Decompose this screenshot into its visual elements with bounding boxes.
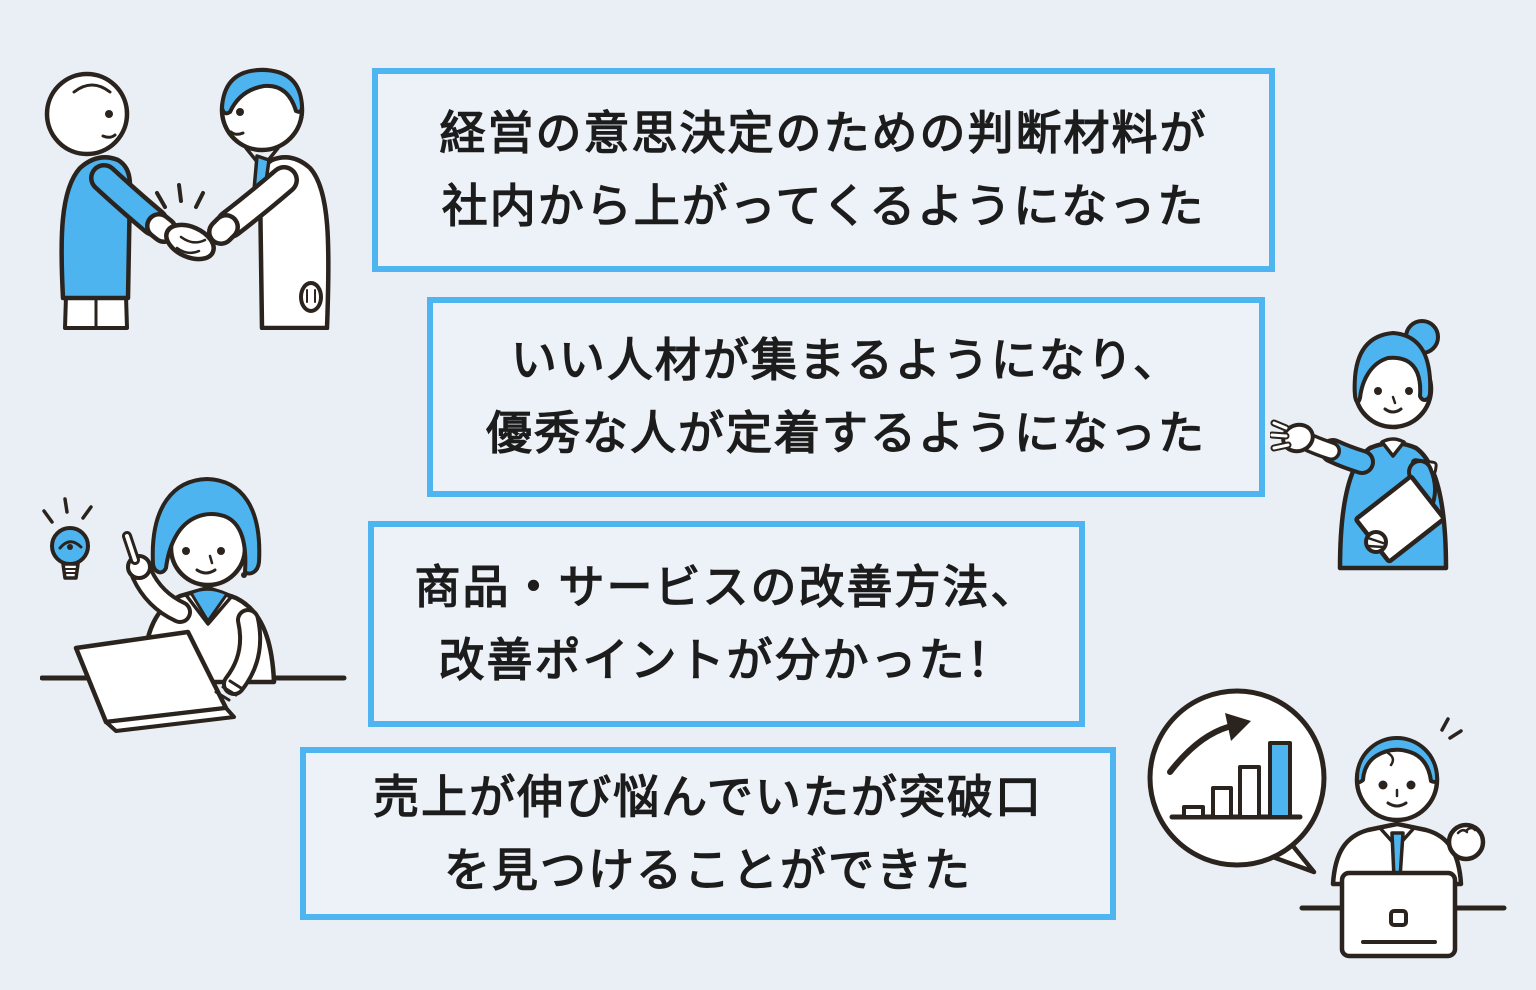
growth-arrow-icon [1225, 713, 1251, 741]
emphasis-sparks-icon [1440, 717, 1463, 740]
quote-text-line: 商品・サービスの改善方法、 [414, 561, 1039, 614]
quote-text-line: いい人材が集まるようになり、 [510, 334, 1182, 387]
lightbulb-idea-icon [42, 497, 93, 580]
quote-box-talent: いい人材が集まるようになり、 優秀な人が定着するようになった [427, 297, 1265, 497]
quote-text-line: を見つけることができた [444, 843, 972, 896]
quote-text-line: 売上が伸び悩んでいたが突破口 [373, 770, 1043, 823]
idea-woman-illustration [40, 460, 360, 750]
quote-text-line: 経営の意思決定のための判断材料が [439, 107, 1208, 160]
growth-chart-speech-bubble [1147, 688, 1327, 875]
chart-man-illustration [1130, 680, 1536, 990]
presenting-woman-illustration [1270, 310, 1536, 600]
quote-box-sales: 売上が伸び悩んでいたが突破口 を見つけることができた [300, 747, 1116, 920]
quote-text-line: 社内から上がってくるようになった [441, 180, 1206, 232]
laptop-icon [73, 629, 236, 733]
quote-text-line: 改善ポイントが分かった！ [438, 634, 1015, 686]
laptop-icon [1339, 870, 1458, 959]
quote-box-decision-making: 経営の意思決定のための判断材料が 社内から上がってくるようになった [372, 68, 1275, 272]
emphasis-sparks-icon [155, 183, 205, 209]
quote-text-line: 優秀な人が定着するようになった [486, 407, 1206, 459]
quote-box-improvement: 商品・サービスの改善方法、 改善ポイントが分かった！ [368, 521, 1085, 727]
handshake-illustration [30, 50, 360, 330]
